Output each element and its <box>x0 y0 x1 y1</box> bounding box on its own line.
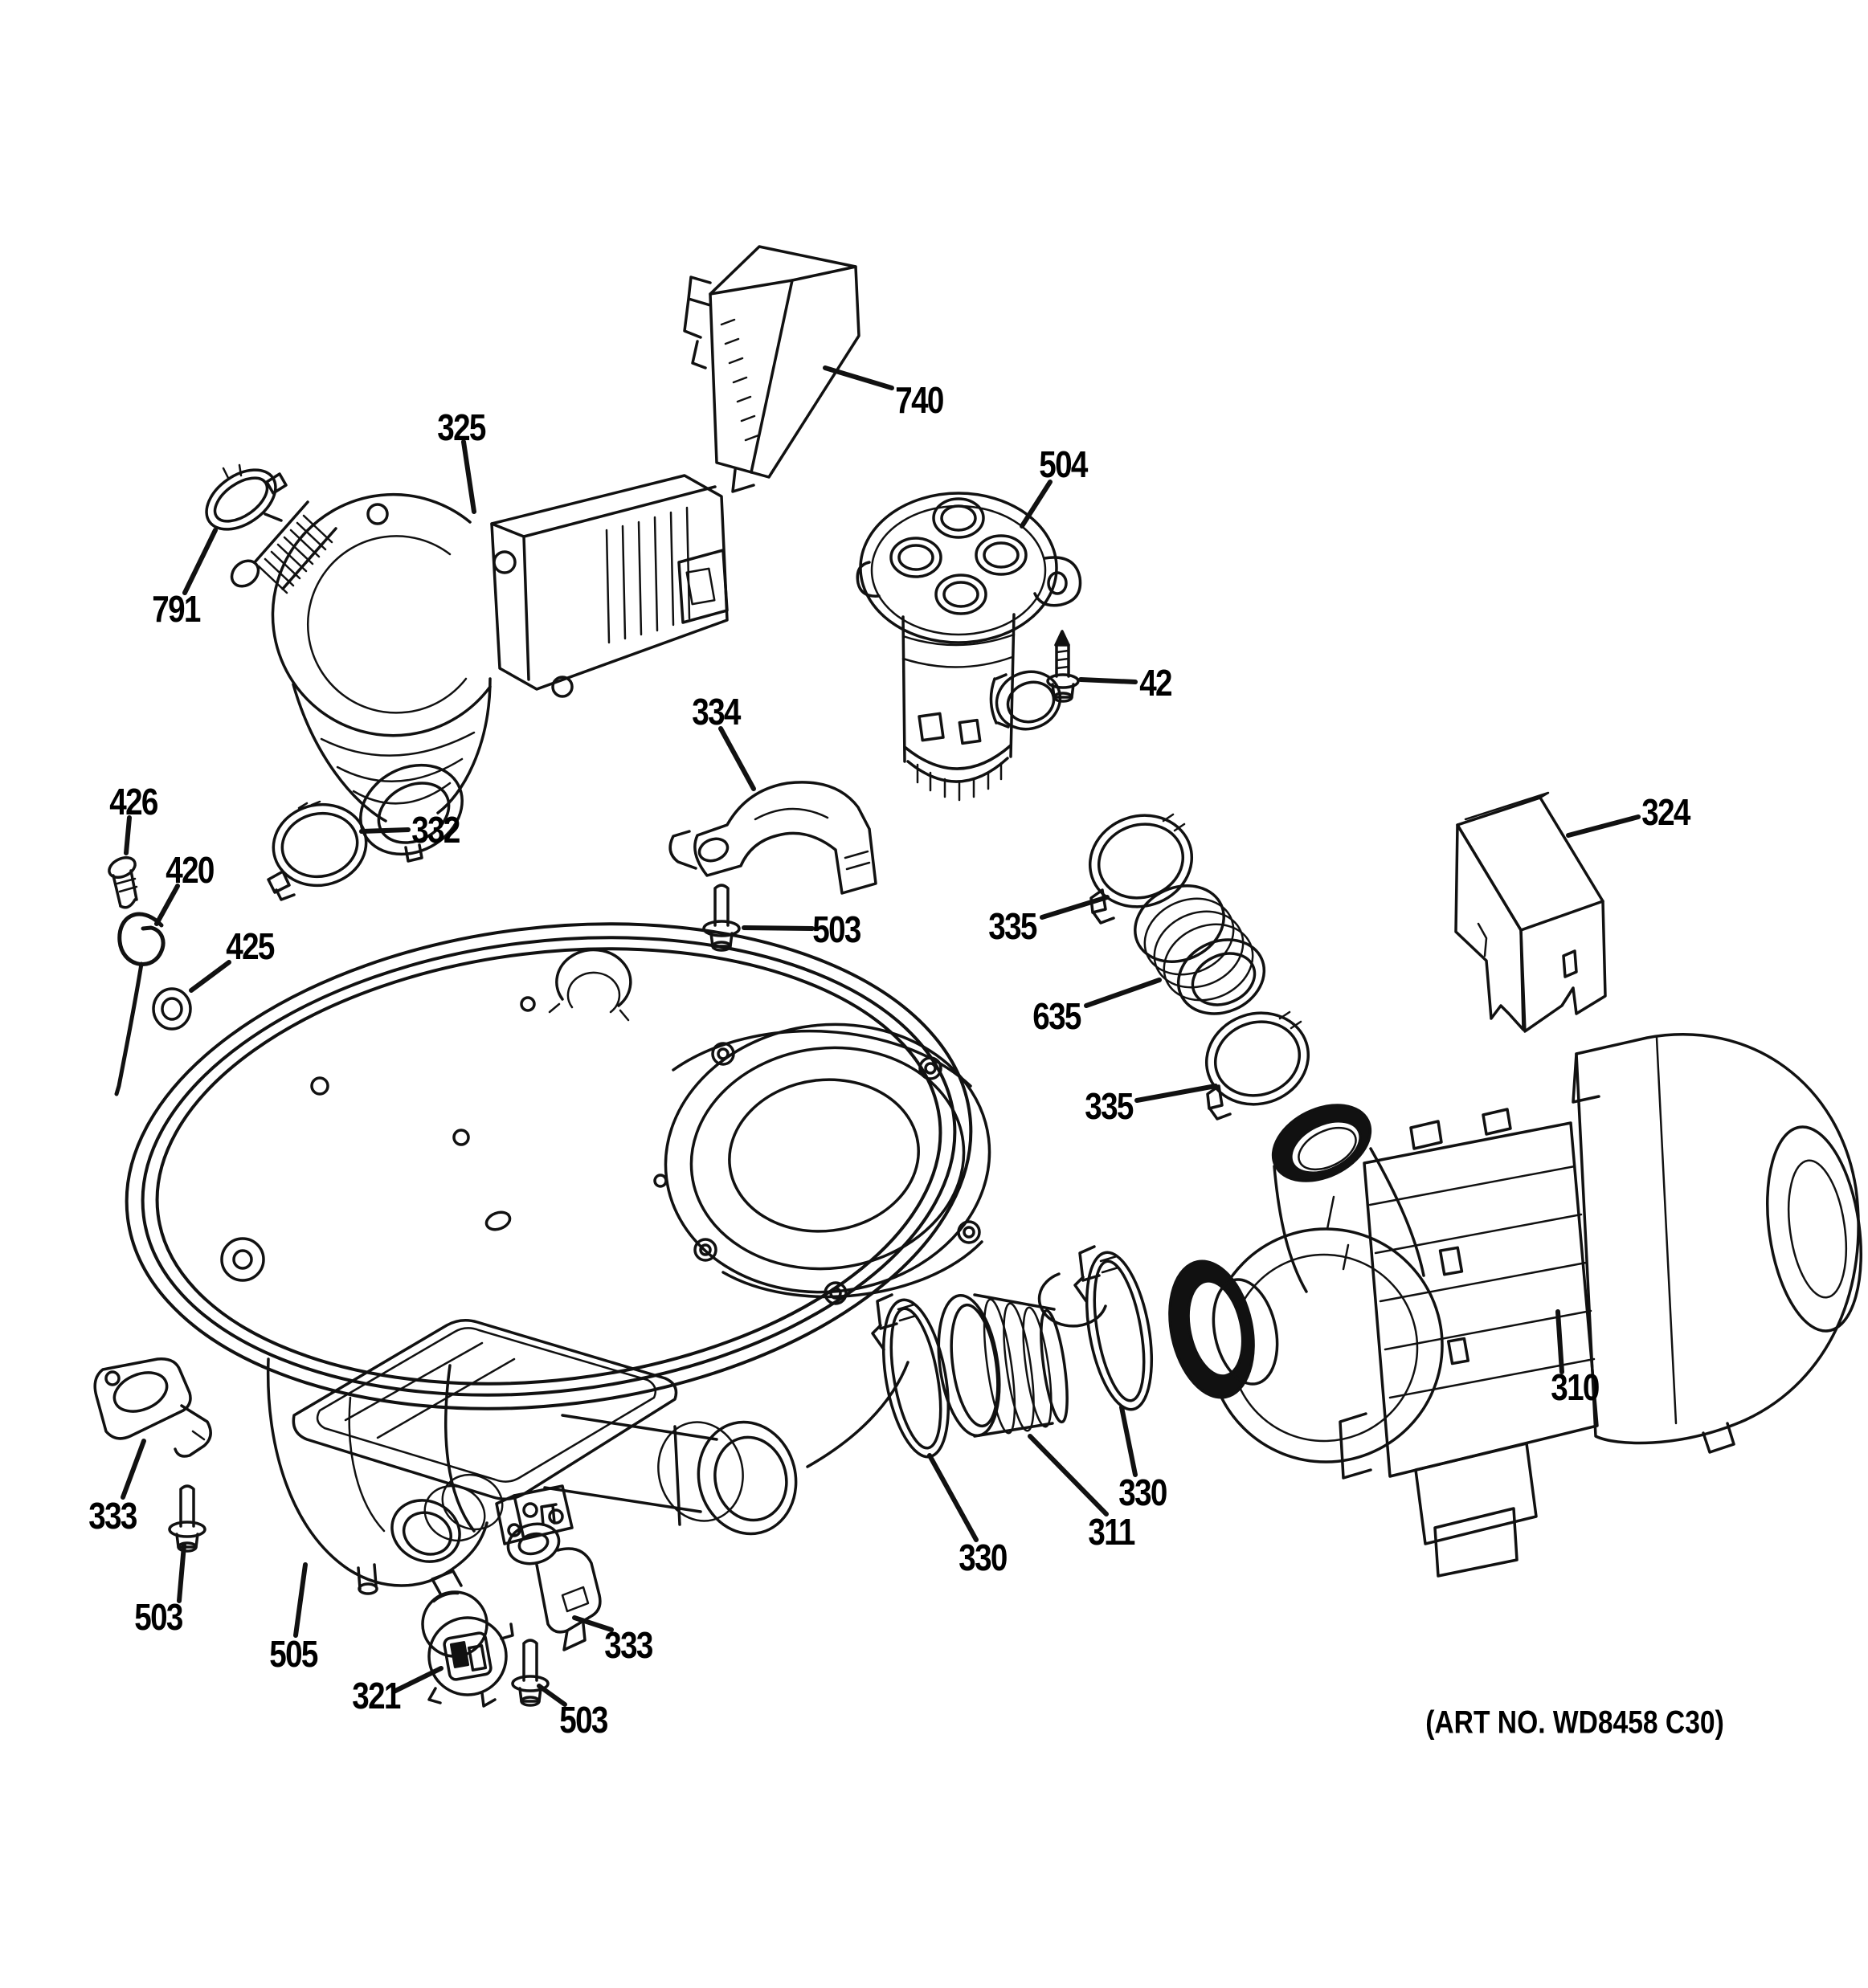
callout-330a: 330 <box>959 1537 1008 1578</box>
screw-503b-drawing <box>168 1484 206 1553</box>
art-number: (ART NO. WD8458 C30) <box>1425 1704 1724 1741</box>
turbidity-sensor-drawing <box>421 1570 514 1708</box>
bracket-333a-drawing <box>93 1357 212 1458</box>
leader-lines <box>121 365 1641 1707</box>
valve-assembly-drawing <box>856 492 1082 802</box>
callout-321: 321 <box>352 1675 401 1717</box>
callout-425: 425 <box>226 925 275 967</box>
hose-clamp-335b-drawing <box>1204 1010 1310 1121</box>
hose-clamp-332-drawing <box>267 800 368 901</box>
screw-42-drawing <box>1046 630 1080 703</box>
callout-791: 791 <box>152 588 201 630</box>
bracket-333b-drawing <box>506 1503 602 1651</box>
callout-335a: 335 <box>988 905 1037 947</box>
callout-740: 740 <box>895 379 944 421</box>
callout-311: 311 <box>1088 1511 1135 1553</box>
callout-503a: 503 <box>812 908 861 950</box>
sump-assembly-drawing <box>125 922 1107 1595</box>
cover-bracket-drawing <box>1454 791 1607 1033</box>
callout-503b: 503 <box>134 1596 183 1638</box>
callout-334: 334 <box>692 691 741 733</box>
callout-333b: 333 <box>604 1624 653 1666</box>
coupling-hose-drawing <box>1134 884 1266 1015</box>
hose-clamp-330a-drawing <box>871 1293 950 1459</box>
callout-420: 420 <box>166 849 215 891</box>
callout-310: 310 <box>1551 1366 1600 1408</box>
bellows-hose-drawing <box>937 1293 1069 1438</box>
screw-503c-drawing <box>511 1639 550 1707</box>
callout-635: 635 <box>1032 995 1081 1037</box>
callout-42: 42 <box>1139 662 1172 704</box>
drain-pump-drawing <box>230 474 729 863</box>
hose-clamp-791-drawing <box>205 463 288 531</box>
callout-503c: 503 <box>559 1699 608 1741</box>
grommet-425-drawing <box>152 987 192 1031</box>
callout-335b: 335 <box>1085 1085 1134 1127</box>
module-cover-drawing <box>683 245 860 493</box>
callout-332: 332 <box>411 809 460 851</box>
bracket-334-drawing <box>668 781 877 895</box>
screw-503a-drawing <box>702 884 741 952</box>
callout-324: 324 <box>1641 791 1690 833</box>
callout-330b: 330 <box>1118 1472 1167 1513</box>
callout-505: 505 <box>269 1633 318 1675</box>
retainer-wire-drawing <box>114 912 166 1096</box>
hose-clamp-335a-drawing <box>1088 813 1194 925</box>
plug-screw-426-drawing <box>108 855 138 909</box>
circulation-pump-motor-drawing <box>1168 1033 1862 1578</box>
callout-426: 426 <box>109 781 158 823</box>
callout-325: 325 <box>437 406 486 448</box>
hose-clamp-330b-drawing <box>1073 1245 1154 1411</box>
callout-504: 504 <box>1039 443 1088 485</box>
callout-333a: 333 <box>88 1495 137 1537</box>
